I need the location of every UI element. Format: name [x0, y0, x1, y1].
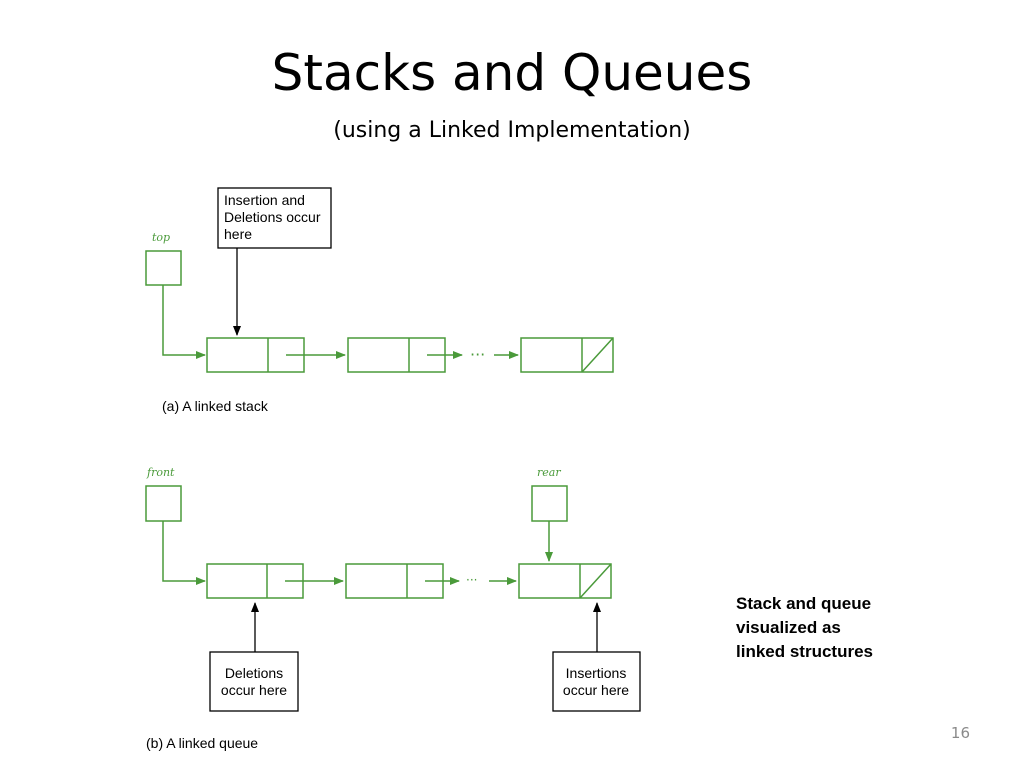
front-pointer-box	[145, 485, 182, 522]
null-pointer-slash	[581, 337, 614, 373]
queue-deletions-callout: Deletions occur here	[209, 602, 299, 712]
callout-line: occur here	[221, 682, 287, 698]
stack-caption: (a) A linked stack	[162, 398, 269, 414]
rear-pointer-label: rear	[537, 466, 561, 479]
queue-ellipsis: ···	[466, 573, 477, 587]
rear-pointer-box	[531, 485, 568, 522]
stack-ellipsis: ···	[470, 345, 485, 364]
note-line: visualized as	[736, 618, 841, 637]
front-pointer-arrow	[162, 521, 206, 585]
stack-diagram: Insertion and Deletions occur here top ·…	[145, 187, 614, 414]
callout-line: Deletions occur	[224, 209, 321, 225]
queue-caption: (b) A linked queue	[146, 735, 258, 751]
top-pointer-arrow	[162, 285, 206, 359]
top-pointer-label: top	[152, 231, 170, 244]
slide-subtitle: (using a Linked Implementation)	[333, 118, 691, 143]
queue-diagram: front rear ··· Deletion	[145, 466, 641, 751]
queue-node-last	[518, 563, 612, 599]
front-pointer-label: front	[146, 466, 175, 479]
top-pointer-box	[145, 250, 182, 286]
slide-title: Stacks and Queues	[271, 44, 753, 102]
note-line: linked structures	[736, 642, 873, 661]
note-line: Stack and queue	[736, 594, 872, 613]
page-number: 16	[950, 724, 970, 742]
callout-line: here	[224, 226, 252, 242]
callout-line: Insertions	[566, 665, 627, 681]
side-note: Stack and queue visualized as linked str…	[736, 592, 936, 664]
callout-line: occur here	[563, 682, 629, 698]
callout-line: Insertion and	[224, 192, 305, 208]
queue-insertions-callout: Insertions occur here	[552, 602, 641, 712]
callout-line: Deletions	[225, 665, 283, 681]
null-pointer-slash	[579, 563, 612, 599]
stack-node-last	[520, 337, 614, 373]
stack-insert-delete-callout: Insertion and Deletions occur here	[217, 187, 332, 336]
